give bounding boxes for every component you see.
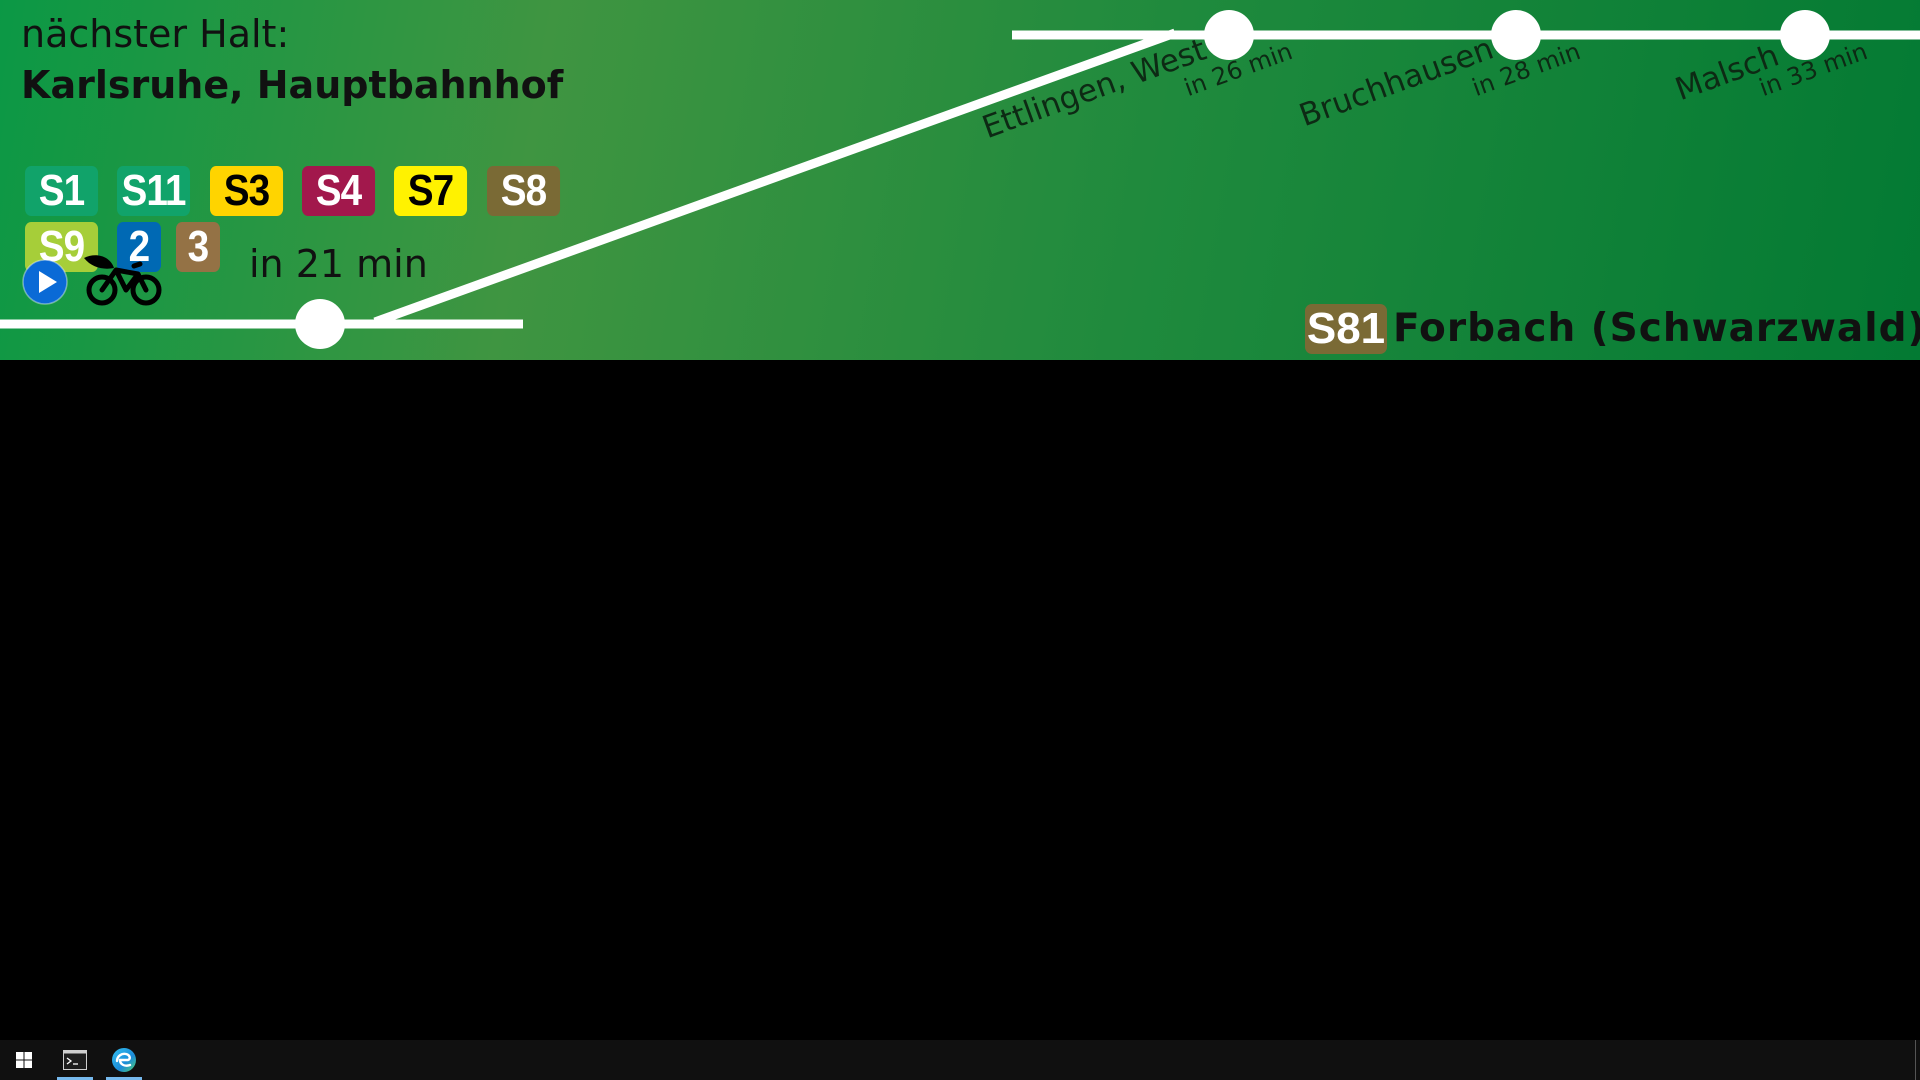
line-badge-s7: S7 <box>394 166 468 216</box>
line-badge-s8: S8 <box>487 166 561 216</box>
route-map <box>0 10 1920 349</box>
show-desktop-button[interactable] <box>1915 1040 1916 1080</box>
play-icon <box>22 259 68 305</box>
destination-name: Forbach (Schwarzwald) <box>1393 306 1920 351</box>
stop-marker-2 <box>1491 10 1541 60</box>
line-badge-tram-3: 3 <box>176 222 220 272</box>
route-line-connector <box>373 28 1177 327</box>
destination-line-badge: S81 <box>1305 304 1387 354</box>
stop-marker-current <box>295 299 345 349</box>
windows-start-icon <box>16 1052 32 1068</box>
departure-banner: nächster Halt: Karlsruhe, Hauptbahnhof S… <box>0 0 1920 360</box>
edge-browser-icon <box>112 1048 136 1072</box>
terminal-icon <box>63 1050 87 1070</box>
next-stop-label: nächster Halt: <box>21 12 290 56</box>
line-badge-s1: S1 <box>25 166 99 216</box>
line-badge-s3: S3 <box>210 166 284 216</box>
stop-marker-3 <box>1780 10 1830 60</box>
next-stop-time: in 21 min <box>249 242 428 286</box>
next-stop-name: Karlsruhe, Hauptbahnhof <box>21 63 564 107</box>
taskbar-edge-button[interactable] <box>100 1040 148 1080</box>
stop-marker-1 <box>1204 10 1254 60</box>
taskbar-terminal-button[interactable] <box>51 1040 99 1080</box>
line-badge-s4: S4 <box>302 166 376 216</box>
line-badge-s11: S11 <box>117 166 191 216</box>
bike-icon <box>84 255 162 306</box>
taskbar <box>0 1040 1920 1080</box>
start-button[interactable] <box>0 1040 48 1080</box>
